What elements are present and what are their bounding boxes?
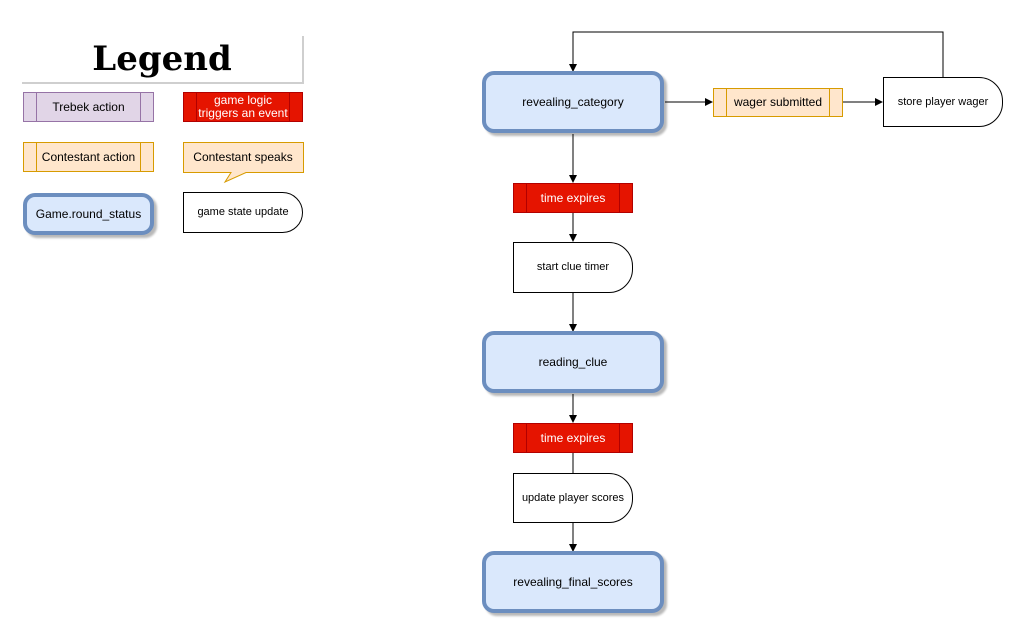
update-store-player-wager-label: store player wager: [897, 95, 989, 108]
legend-contestant-action-label: Contestant action: [41, 149, 136, 164]
state-reading-clue: reading_clue: [482, 331, 664, 393]
state-revealing-final-scores-label: revealing_final_scores: [513, 574, 633, 589]
legend-game-logic-event: game logic triggers an event: [183, 92, 303, 122]
event-wager-submitted: wager submitted: [713, 88, 843, 117]
event-wager-submitted-label: wager submitted: [733, 95, 823, 109]
event-time-expires-2-label: time expires: [540, 430, 606, 445]
state-revealing-category: revealing_category: [482, 71, 664, 133]
legend-contestant-action: Contestant action: [23, 142, 154, 172]
update-start-clue-timer-label: start clue timer: [536, 261, 610, 273]
edge-store-loop-back: [569, 31, 944, 77]
legend-contestant-speaks: Contestant speaks: [183, 142, 305, 184]
update-player-scores: update player scores: [513, 473, 633, 523]
legend-game-logic-event-label: game logic triggers an event: [198, 93, 288, 120]
speech-bubble-shape: [183, 142, 304, 184]
update-store-player-wager: store player wager: [883, 77, 1003, 127]
event-time-expires-2: time expires: [513, 423, 633, 453]
event-time-expires-1-label: time expires: [540, 190, 606, 205]
state-revealing-final-scores: revealing_final_scores: [482, 551, 664, 613]
update-start-clue-timer: start clue timer: [513, 242, 633, 293]
legend-state-update-label: game state update: [197, 206, 289, 218]
state-revealing-category-label: revealing_category: [522, 94, 624, 109]
legend-round-status: Game.round_status: [23, 193, 154, 235]
state-reading-clue-label: reading_clue: [538, 354, 608, 369]
legend-state-update: game state update: [183, 192, 303, 233]
update-player-scores-label: update player scores: [521, 491, 625, 504]
legend-trebek-action-label: Trebek action: [52, 99, 125, 114]
event-time-expires-1: time expires: [513, 183, 633, 213]
legend-contestant-speaks-label: Contestant speaks: [193, 150, 293, 164]
legend-trebek-action: Trebek action: [23, 92, 154, 122]
legend-round-status-label: Game.round_status: [35, 206, 142, 221]
legend-title: Legend: [22, 36, 304, 84]
